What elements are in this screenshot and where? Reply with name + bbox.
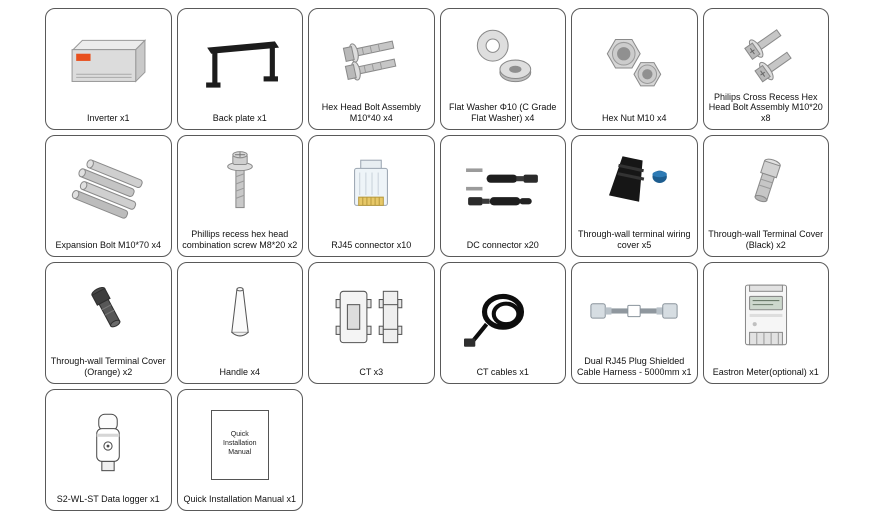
terminal-cover-black-icon [754,158,781,203]
packing-item-eastron-meter: Eastron Meter(optional) x1 [702,262,829,384]
packing-item-label: Hex Head Bolt Assembly M10*40 x4 [321,102,421,124]
packing-item-flat-washer: Flat Washer Φ10 (C Grade Flat Washer) x4 [439,8,566,130]
rj45-cable-harness-icon [590,303,678,319]
flat-washer-icon [476,29,531,83]
packing-item-data-logger: S2-WL-ST Data logger x1 [45,389,172,511]
hex-head-bolt-assembly-icon [343,40,397,81]
handle-icon [230,286,249,337]
packing-item-label: Inverter x1 [86,113,130,124]
terminal-cover-orange-icon [91,287,121,328]
packing-item-terminal-cover-orange: Through-wall Terminal Cover (Orange) x2 [45,262,172,384]
packing-list-grid: Inverter x1 Back plate x1 [45,8,829,511]
packing-item-label: Hex Nut M10 x4 [601,113,667,124]
packing-item-label: S2-WL-ST Data logger x1 [56,494,160,505]
packing-item-rj45-connector: RJ45 connector x10 [308,135,435,257]
expansion-bolt-icon [72,158,143,219]
eastron-meter-icon [744,284,787,345]
packing-item-label: Through-wall terminal wiring cover x5 [577,229,691,251]
packing-item-label: Eastron Meter(optional) x1 [712,367,819,378]
wiring-cover-icon [609,156,668,202]
packing-item-label: RJ45 connector x10 [331,240,412,251]
packing-item-label: Quick Installation Manual x1 [183,494,297,505]
packing-item-label: Through-wall Terminal Cover (Black) x2 [708,229,824,251]
packing-item-handle: Handle x4 [176,262,303,384]
packing-item-label: Expansion Bolt M10*70 x4 [55,240,162,251]
packing-item-back-plate: Back plate x1 [176,8,303,130]
packing-item-terminal-cover-black: Through-wall Terminal Cover (Black) x2 [702,135,829,257]
packing-item-dc-connector: DC connector x20 [439,135,566,257]
packing-item-label: Through-wall Terminal Cover (Orange) x2 [50,356,166,378]
dc-connector-icon [465,168,538,205]
packing-item-philips-bolt: Philips Cross Recess Hex Head Bolt Assem… [702,8,829,130]
packing-item-rj45-harness: Dual RJ45 Plug Shielded Cable Harness - … [571,262,698,384]
manual-icon-text: Quick Installation Manual [223,431,257,456]
hex-nut-icon [606,38,662,86]
packing-item-hex-bolt-assembly: Hex Head Bolt Assembly M10*40 x4 [308,8,435,130]
packing-item-label: Back plate x1 [212,113,267,124]
packing-item-ct-cables: CT cables x1 [439,262,566,384]
packing-item-label: CT cables x1 [476,367,529,378]
packing-item-combination-screw: Phillips recess hex head combination scr… [176,135,303,257]
packing-item-label: Flat Washer Φ10 (C Grade Flat Washer) x4 [449,102,557,124]
ct-cables-icon [463,293,524,347]
manual-icon: Quick Installation Manual [210,409,269,480]
packing-item-wiring-cover: Through-wall terminal wiring cover x5 [571,135,698,257]
combination-screw-icon [226,151,253,209]
packing-item-label: DC connector x20 [466,240,539,251]
inverter-icon [71,38,147,83]
packing-item-manual: Quick Installation Manual Quick Installa… [176,389,303,511]
packing-item-label: Handle x4 [219,367,261,378]
packing-item-label: CT x3 [359,367,384,378]
data-logger-icon [96,413,121,471]
packing-item-ct: CT x3 [308,262,435,384]
philips-cross-recess-bolt-icon [743,29,792,83]
packing-item-label: Dual RJ45 Plug Shielded Cable Harness - … [576,356,692,378]
packing-item-label: Philips Cross Recess Hex Head Bolt Assem… [708,91,823,124]
ct-icon [335,290,403,343]
packing-item-hex-nut: Hex Nut M10 x4 [571,8,698,130]
back-plate-icon [205,41,279,88]
packing-item-expansion-bolt: Expansion Bolt M10*70 x4 [45,135,172,257]
packing-item-inverter: Inverter x1 [45,8,172,130]
packing-item-label: Phillips recess hex head combination scr… [182,229,298,251]
rj45-connector-icon [354,159,389,206]
